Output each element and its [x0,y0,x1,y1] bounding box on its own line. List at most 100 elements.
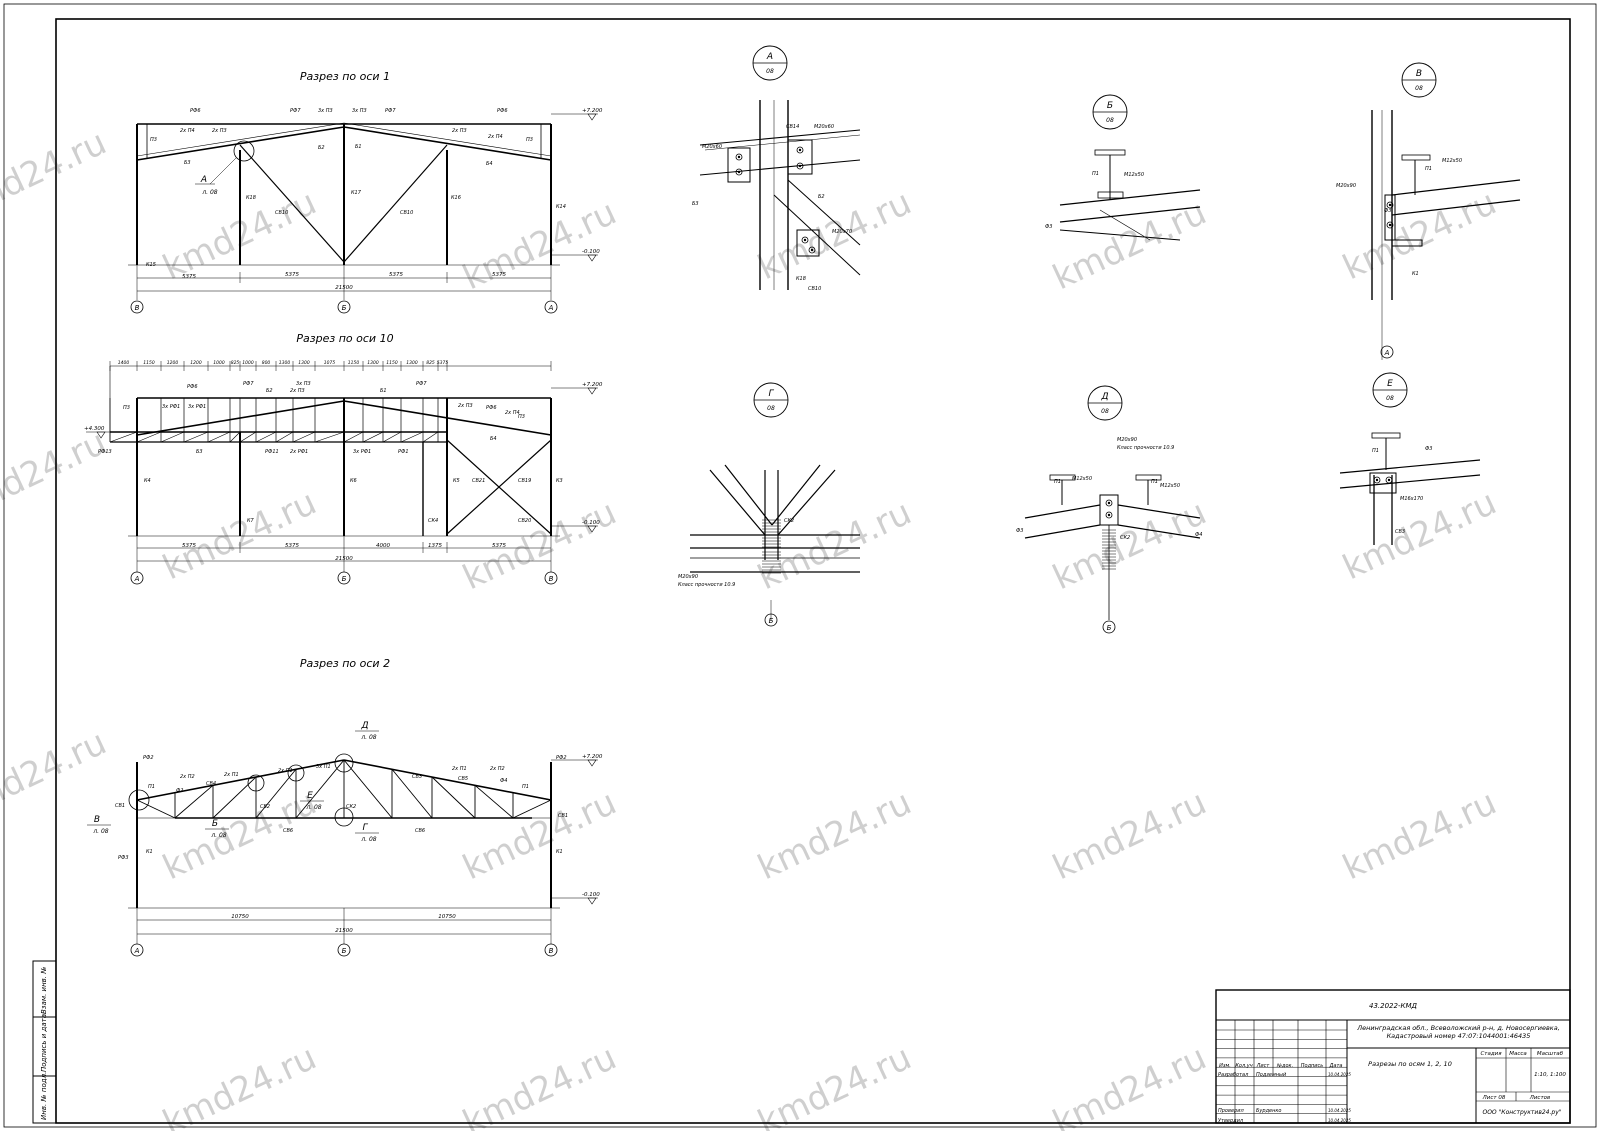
node-label: П1 [1372,448,1379,454]
node-label: Б3 [692,201,699,207]
s1-member-label: Б1 [355,144,362,150]
s10-member-label: 3х РФ1 [353,449,371,455]
s10-top-dim: 1000 [213,360,225,366]
s1-member-label: РФ6 [190,108,201,114]
s10-member-label: СК4 [428,518,438,524]
node-label: М20х90 [678,574,698,580]
title-block: 43.2022-КМД Ленинградская обл., Всеволож… [1215,989,1571,1124]
node-label: СВ14 [786,124,799,130]
s1-member-label: К18 [246,195,256,201]
stamp-replace-label: Взам. инв. № [40,966,48,1014]
watermark-text: kmd24.ru [157,1038,323,1131]
node-label: П1 [1054,479,1061,485]
s2-member-label: СВ1 [558,813,568,819]
s10-member-label: П3 [518,414,525,420]
s2-span: 10750 [231,914,249,920]
s10-member-label: К3 [556,478,563,484]
s2-member-label: СВ3 [412,774,422,780]
s2-callout-sheet: л. 08 [305,804,321,811]
s1-elev-bottom: -0.100 [582,249,600,255]
s10-top-dim: 1400 [118,360,130,366]
s10-member-label: К4 [144,478,151,484]
s1-member-label: 2х П4 [180,128,195,134]
node-badge-sheet: 08 [1386,395,1394,402]
s10-member-label: Б2 [266,388,273,394]
s2-member-label: СВ2 [260,804,270,810]
node-label: Класс прочности 10.9 [678,582,735,588]
node-badge-letter: Д [1100,392,1108,402]
s10-top-dim: 1200 [167,360,179,366]
tb-row-date: 10.04.2025 [1328,1118,1351,1123]
node-label: К18 [796,276,806,282]
tb-address: Ленинградская обл., Всеволожский р-н, д.… [1357,1024,1560,1040]
tb-header-cell: Дата [1329,1063,1343,1069]
s2-callout-sheet: л. 08 [210,832,226,839]
s10-member-label: Б3 [196,449,203,455]
s2-member-label: СВ4 [206,781,216,787]
s2-member-label: Ф2 [176,788,184,794]
node-label: М20х90 [1117,437,1137,443]
node-label: СВ3 [1395,529,1405,535]
s2-member-label: СВ6 [415,828,425,834]
tb-row-role: Разработал [1218,1072,1249,1078]
s2-member-label: СК2 [346,804,356,810]
section-10-title: Разрез по оси 10 [296,332,393,345]
s1-member-label: П3 [526,137,533,143]
s10-member-label: 2х П4 [505,410,520,416]
s10-member-label: РФ6 [187,384,198,390]
s2-callout-letter: Г [362,823,368,833]
s1-member-label: СВ10 [275,210,288,216]
s10-axis: Б [342,575,347,583]
tb-stage-label: Стадия [1480,1051,1502,1057]
s1-span: 5375 [182,274,196,280]
s10-member-label: 2х П3 [290,388,305,394]
node-label: М12х50 [1072,476,1092,482]
s2-axis: А [134,947,140,955]
s10-member-label: РФ11 [265,449,279,455]
s1-member-label: 2х П4 [488,134,503,140]
node-label: Ф4 [1195,532,1203,538]
node-label: М16х170 [1400,496,1423,502]
s1-member-label: СВ10 [400,210,413,216]
node-label: М20х90 [1336,183,1356,189]
watermark-text: kmd24.ru [1047,1038,1213,1131]
stamp-inventory-label: Инв. № подл. [40,1072,48,1120]
s10-member-label: К6 [350,478,357,484]
s2-member-label: 2х П1 [278,768,293,774]
node-badge-sheet: 08 [766,68,774,75]
s2-member-label: 3х П1 [316,764,331,770]
tb-row-name: Подземный [1256,1072,1287,1078]
s2-member-label: Ф4 [500,778,508,784]
node-label: М20х70 [832,229,852,235]
s10-span: 4000 [376,543,390,549]
s1-member-label: Б4 [486,161,493,167]
node-label: М12х50 [1442,158,1462,164]
s2-callout-sheet: л. 08 [360,734,376,741]
s2-member-label: К1 [146,849,153,855]
s1-member-label: П3 [150,137,157,143]
tb-row-role: Проверил [1218,1108,1244,1114]
node-label: М20х60 [814,124,834,130]
s1-member-label: РФ7 [385,108,396,114]
s10-top-dim: 800 [262,360,271,366]
s10-elev-mid: +4.300 [84,426,105,432]
s10-member-label: СВ21 [472,478,485,484]
s10-member-label: К5 [453,478,460,484]
s2-callout-letter: Д [360,721,368,731]
s10-elev-bottom: -0.100 [582,520,600,526]
s2-span: 10750 [438,914,456,920]
s10-member-label: СВ20 [518,518,531,524]
s10-member-label: 2х П3 [458,403,473,409]
node-label: П1 [1092,171,1099,177]
s1-axis: В [135,304,140,312]
s1-axis: Б [342,304,347,312]
s10-member-label: 2х РФ1 [290,449,308,455]
node-badge-letter: В [1416,69,1422,79]
section-2-title: Разрез по оси 2 [300,657,390,670]
s2-member-label: СВ5 [458,776,468,782]
node-label: П1 [1151,479,1158,485]
tb-sheets-label: Листов [1529,1095,1551,1101]
